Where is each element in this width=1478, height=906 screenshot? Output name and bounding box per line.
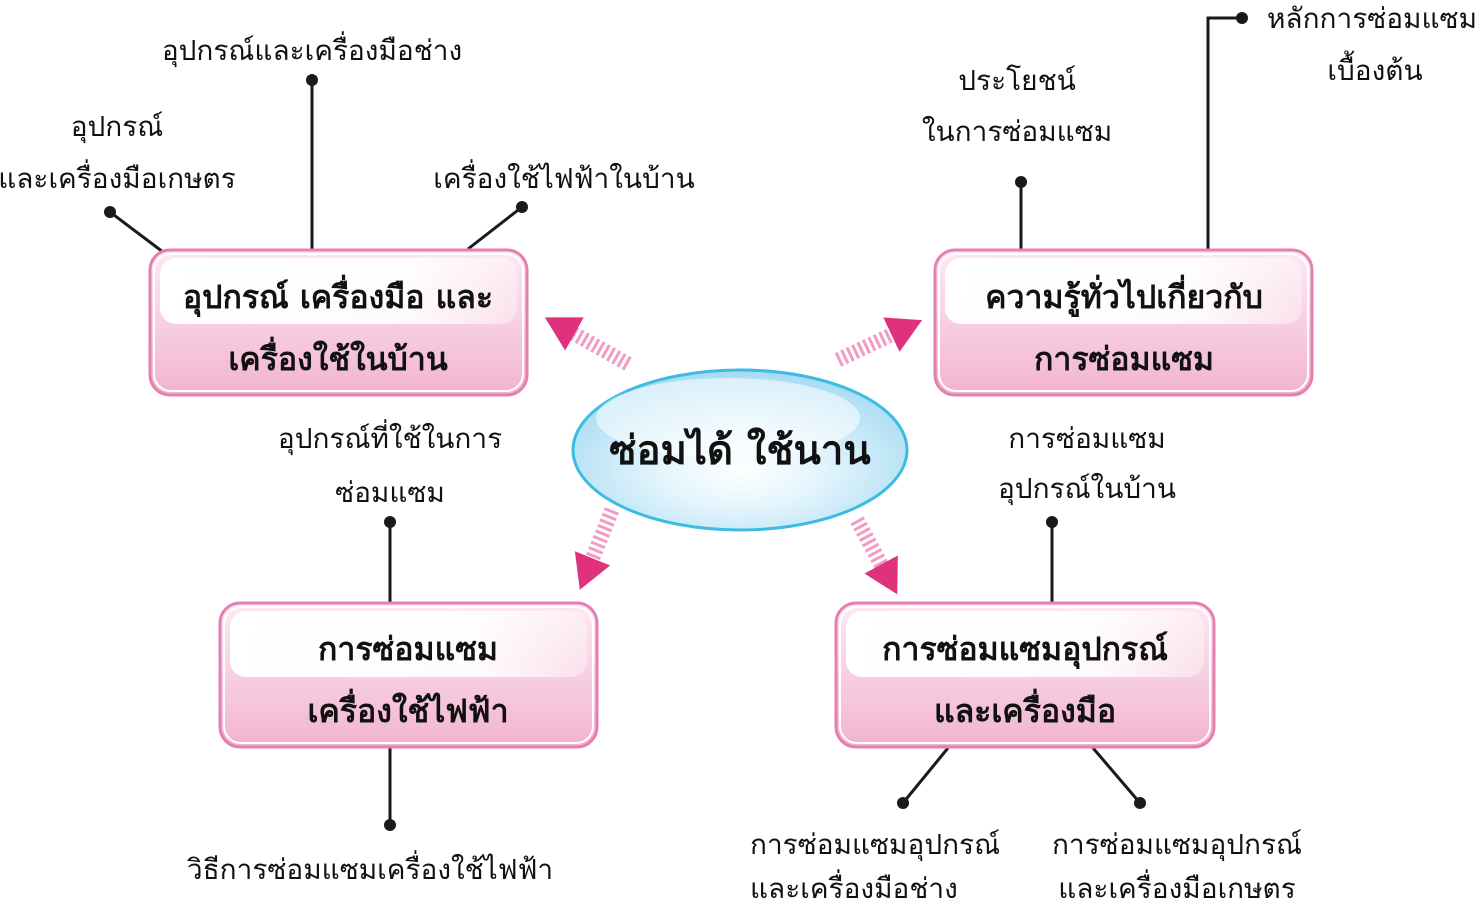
connector-line bbox=[1206, 16, 1242, 250]
leaf-label: หลักการซ่อมแซม bbox=[1267, 2, 1477, 35]
connector-dot bbox=[1134, 797, 1146, 809]
connector-line bbox=[901, 747, 950, 804]
branch-household-tools: อุปกรณ์ และเครื่องมือเกษตร อุปกรณ์และเคร… bbox=[0, 31, 695, 397]
box-title-line: เครื่องใช้ไฟฟ้า bbox=[307, 688, 508, 730]
center-node: ซ่อมได้ ใช้นาน bbox=[571, 368, 909, 532]
leaf-label: การซ่อมแซม bbox=[1008, 422, 1166, 455]
leaf-label: อุปกรณ์ bbox=[71, 110, 164, 144]
leaf-label: เครื่องใช้ไฟฟ้าในบ้าน bbox=[433, 159, 694, 195]
connector-line bbox=[467, 205, 523, 251]
connector-dot bbox=[897, 797, 909, 809]
connector-dot bbox=[516, 201, 528, 213]
connector-dot bbox=[1046, 516, 1058, 528]
leaf-label: ในการซ่อมแซม bbox=[922, 115, 1112, 148]
leaf-label: ซ่อมแซม bbox=[335, 476, 445, 509]
box-inner-border bbox=[223, 606, 594, 744]
box-inner-border bbox=[938, 253, 1309, 392]
arrow-to-household-tools bbox=[544, 317, 632, 371]
box-title-line: การซ่อมแซม bbox=[318, 630, 498, 668]
leaf-label: และเครื่องมือช่าง bbox=[750, 869, 958, 905]
box-title-line: อุปกรณ์ เครื่องมือ และ bbox=[183, 274, 493, 318]
leaf-label: การซ่อมแซมอุปกรณ์ bbox=[1052, 828, 1302, 862]
box-shine bbox=[945, 258, 1302, 324]
branch-general-knowledge: ประโยชน์ ในการซ่อมแซม หลักการซ่อมแซม เบื… bbox=[922, 2, 1477, 397]
arrow-to-electrical-repair bbox=[574, 507, 619, 590]
leaf-label: และเครื่องมือเกษตร bbox=[0, 159, 236, 195]
box-shine bbox=[230, 611, 587, 677]
branch-electrical-repair: อุปกรณ์ที่ใช้ในการ ซ่อมแซม วิธีการซ่อมแซ… bbox=[187, 419, 599, 886]
connector-dot bbox=[1015, 176, 1027, 188]
topic-box: อุปกรณ์ เครื่องมือ และ เครื่องใช้ในบ้าน bbox=[148, 248, 529, 397]
box-shine bbox=[160, 258, 517, 324]
connector-dot bbox=[104, 206, 116, 218]
leaf-label: เบื้องต้น bbox=[1327, 50, 1422, 87]
box-title-line: เครื่องใช้ในบ้าน bbox=[228, 336, 448, 378]
box-title-line: การซ่อมแซม bbox=[1034, 340, 1214, 378]
box-title-line: การซ่อมแซมอุปกรณ์ bbox=[882, 630, 1168, 670]
leaf-label: อุปกรณ์และเครื่องมือช่าง bbox=[162, 31, 462, 68]
box-inner-border bbox=[153, 253, 524, 392]
center-ellipse-highlight bbox=[596, 378, 860, 458]
connector-dot bbox=[1236, 12, 1248, 24]
leaf-label: อุปกรณ์ในบ้าน bbox=[998, 472, 1176, 506]
box-title-line: ความรู้ทั่วไปเกี่ยวกับ bbox=[985, 274, 1263, 318]
leaf-label: และเครื่องมือเกษตร bbox=[1058, 869, 1296, 905]
topic-box: ความรู้ทั่วไปเกี่ยวกับ การซ่อมแซม bbox=[933, 248, 1314, 397]
arrow-to-general-knowledge bbox=[834, 317, 923, 367]
connector-dot bbox=[384, 516, 396, 528]
box-title-line: และเครื่องมือ bbox=[934, 688, 1116, 730]
leaf-label: การซ่อมแซมอุปกรณ์ bbox=[750, 828, 1000, 862]
center-title: ซ่อมได้ ใช้นาน bbox=[609, 427, 870, 474]
leaf-label: วิธีการซ่อมแซมเครื่องใช้ไฟฟ้า bbox=[187, 850, 554, 886]
topic-box: การซ่อมแซมอุปกรณ์ และเครื่องมือ bbox=[834, 601, 1216, 749]
leaf-label: ประโยชน์ bbox=[958, 64, 1076, 97]
connector-line bbox=[1091, 747, 1142, 804]
connector-dot bbox=[306, 74, 318, 86]
box-inner-border bbox=[839, 606, 1211, 744]
connector-dot bbox=[384, 819, 396, 831]
branch-tool-repair: การซ่อมแซม อุปกรณ์ในบ้าน การซ่อมแซมอุปกร… bbox=[750, 422, 1302, 905]
box-shine bbox=[846, 611, 1204, 677]
connector-line bbox=[109, 210, 164, 254]
topic-box: การซ่อมแซม เครื่องใช้ไฟฟ้า bbox=[218, 601, 599, 749]
leaf-label: อุปกรณ์ที่ใช้ในการ bbox=[278, 419, 502, 456]
arrow-to-tool-repair bbox=[850, 516, 898, 595]
